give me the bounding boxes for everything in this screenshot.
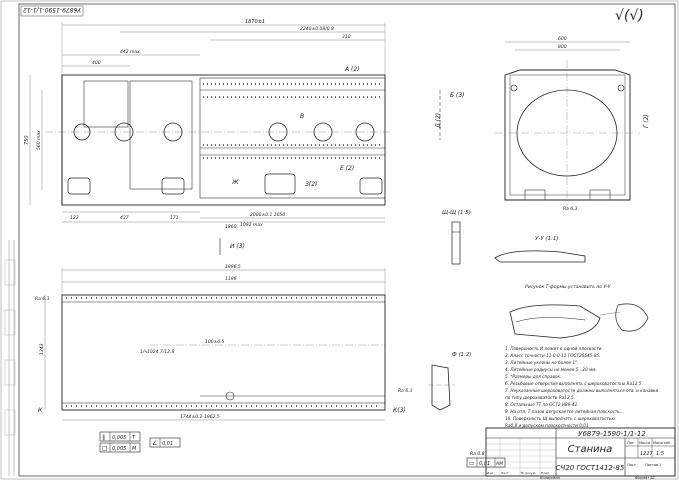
front-view: 1870±1 2240±0.08/0.8 310 400 442 max 750…	[24, 19, 465, 230]
view-label-v: В	[300, 113, 304, 120]
view-label-e: Е (2)	[340, 165, 354, 172]
tolerance-frames: ∥ 0,005 Т □ 0,005 М ∠ 0,01 ▭ 0,01 АМ	[99, 431, 506, 468]
dim-bot-4: 2000±0.1 1050	[250, 212, 285, 218]
roughness-r1: Ra 6.3	[563, 206, 578, 212]
title-block-title: Станина	[568, 444, 613, 455]
sheet-inner-frame	[18, 3, 676, 477]
view-label-b: Б (3)	[450, 92, 465, 99]
view-label-k3: К(3)	[393, 407, 406, 414]
svg-text:1. Поверхность И лежит в одной: 1. Поверхность И лежит в одной плоскости…	[505, 346, 603, 351]
svg-text:0,01: 0,01	[479, 461, 490, 467]
svg-text:9. На отл. Т-пазов допускается: 9. На отл. Т-пазов допускается литейная …	[505, 409, 624, 414]
svg-text:У-У (1:1): У-У (1:1)	[535, 236, 559, 242]
title-block-mass-val: 1227	[640, 451, 654, 457]
dim-top-4: 400	[92, 60, 101, 66]
dim-top-2: 2240±0.08/0.8	[300, 26, 334, 32]
svg-text:по типу шероховатости Ra12,5.: по типу шероховатости Ra12,5.	[505, 395, 575, 400]
svg-text:8. Остальные ТТ по ОСТ2 Н89-42: 8. Остальные ТТ по ОСТ2 Н89-42.	[505, 402, 579, 407]
view-label-d: Д (2)	[435, 113, 442, 129]
svg-text:6. Резьбовые отверстия выполня: 6. Резьбовые отверстия выполнять с шерох…	[505, 381, 642, 386]
svg-text:Изм: Изм	[487, 471, 493, 475]
svg-text:7. Неуказанные шероховатости д: 7. Неуказанные шероховатости должны выпо…	[505, 388, 659, 393]
dim-right-w2: 800	[558, 44, 567, 50]
copied-label: Копировал	[540, 476, 561, 480]
roughness-general: √(√)	[615, 8, 644, 24]
svg-text:Ф (1:2): Ф (1:2)	[452, 352, 472, 358]
view-label-zh: Ж	[231, 179, 239, 186]
title-block: У6879-1590-1/1-12 Станина СЧ20 ГОСТ1412-…	[485, 427, 676, 480]
dim-plan-1: 1196	[225, 276, 237, 282]
detail-f: Ф (1:2)	[428, 352, 472, 411]
dim-bot-7: 171	[170, 215, 179, 221]
dim-plan-3: 1/ч1024.7/12.8	[140, 349, 174, 355]
plan-view: 1996.5 1196 100±0.5 1/ч1024.7/12.8 1343 …	[35, 264, 485, 457]
dim-plan-2: 100±0.5	[205, 339, 225, 345]
svg-text:0,005: 0,005	[112, 435, 126, 441]
roughness-r4: Ra 6.3	[398, 388, 413, 394]
view-label-a: А (2)	[344, 66, 360, 73]
dim-top-5: 442 max	[120, 49, 140, 55]
svg-text:2. Класс точности 11-0-0-11 ГО: 2. Класс точности 11-0-0-11 ГОСТ26645-85…	[505, 353, 601, 358]
svg-text:Щ-Щ (1:5): Щ-Щ (1:5)	[442, 210, 471, 216]
title-block-doc-number: У6879-1590-1/1-12	[578, 430, 646, 438]
technical-notes: 1. Поверхность И лежит в одной плоскости…	[505, 346, 659, 428]
svg-text:№ докум.: № докум.	[521, 471, 536, 475]
dim-plan-bot: 1744±0.2-1962.5	[180, 414, 220, 420]
detail-profile	[509, 303, 649, 339]
title-block-material: СЧ20 ГОСТ1412-85	[556, 464, 625, 472]
dim-bot-5: 122	[70, 215, 79, 221]
svg-text:□: □	[102, 445, 108, 452]
svg-text:Подп.: Подп.	[541, 471, 550, 475]
dim-side-h2: 560 max	[36, 130, 42, 150]
svg-text:4. Литейные радиусы не менее 5: 4. Литейные радиусы не менее 5...20 мм.	[505, 367, 597, 372]
roughness-r2: Ra 6.3	[35, 296, 50, 302]
title-block-scale-val: 1:5	[656, 451, 664, 457]
title-block-sheets: Листов 1	[645, 463, 661, 467]
view-label-g: Г (2)	[643, 114, 650, 128]
svg-text:3. Литейные уклоны не более 1°: 3. Литейные уклоны не более 1°.	[505, 360, 579, 365]
svg-text:Ra0,8 и допуском плоскостности: Ra0,8 и допуском плоскостности 0,01	[505, 423, 589, 428]
dim-bot-3: 1092 max	[240, 222, 263, 228]
svg-text:0,01: 0,01	[162, 441, 173, 447]
dim-bot-6: 437	[120, 215, 129, 221]
svg-text:▭: ▭	[469, 460, 475, 467]
svg-text:5. *Размеры для справок.: 5. *Размеры для справок.	[505, 374, 561, 379]
svg-text:∠: ∠	[152, 440, 157, 447]
title-block-sheet: Лист	[627, 463, 636, 467]
doc-number-top: У6879-1590-1/1-12	[23, 6, 81, 13]
dim-plan-h: 1343	[39, 343, 45, 355]
side-view: 600 800 Г (2) Ra 6.3	[495, 36, 650, 212]
dim-right-w: 600	[558, 36, 567, 42]
view-label-k: К	[38, 407, 43, 414]
title-block-lit: Лит	[627, 441, 634, 445]
svg-text:0,005: 0,005	[112, 446, 126, 452]
format-label: Формат А1	[635, 476, 655, 480]
dim-side-h: 750	[24, 135, 30, 145]
dim-bot-1: 1860	[225, 224, 237, 230]
dim-plan-top: 1996.5	[225, 264, 241, 270]
dim-top-overall: 1870±1	[245, 19, 265, 25]
svg-text:Т: Т	[132, 435, 136, 441]
svg-text:10. Поверхность Щ выполнять с: 10. Поверхность Щ выполнять с шероховато…	[505, 416, 615, 421]
svg-text:∥: ∥	[102, 434, 105, 441]
section-u: У-У (1:1) Рисунок Т-формы установить по …	[494, 236, 611, 290]
svg-text:Лист: Лист	[501, 471, 509, 475]
view-label-i: И (3)	[230, 243, 245, 250]
view-label-z: З(2)	[305, 181, 317, 188]
title-block-scale: Масштаб	[653, 441, 670, 445]
curve-label: Рисунок Т-формы установить по У-У	[525, 284, 611, 290]
title-block-mass: Масса	[639, 441, 650, 445]
section-shch: Щ-Щ (1:5)	[442, 210, 471, 265]
svg-text:АМ: АМ	[495, 461, 503, 467]
dim-top-3: 310	[342, 34, 351, 40]
roughness-r3: Ra 0.8	[470, 451, 485, 457]
svg-text:М: М	[132, 446, 137, 452]
